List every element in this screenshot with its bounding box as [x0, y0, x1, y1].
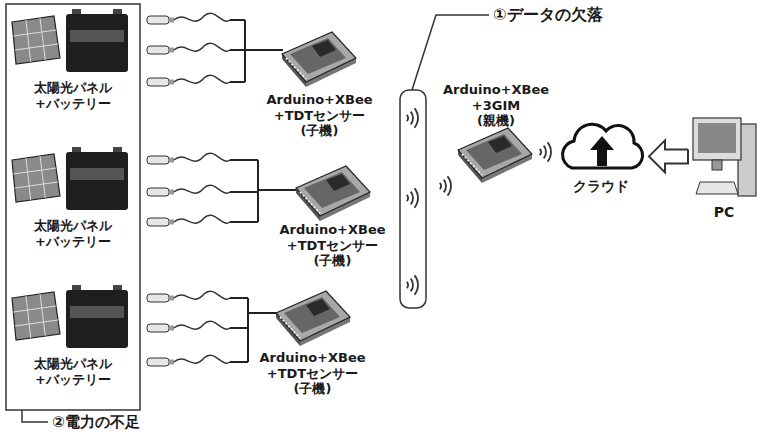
sensor-probe	[147, 291, 230, 302]
power-frame	[6, 4, 140, 410]
sensor-probe	[147, 185, 230, 196]
pc-monitor	[693, 118, 741, 160]
arduino-board	[458, 128, 532, 183]
node-label: Arduino+XBee +TDTセンサー (子機)	[259, 350, 367, 397]
leader-line	[22, 410, 48, 422]
device-node: Arduino+XBee +3GIM (親機)	[440, 78, 552, 197]
sensor-wire	[230, 160, 297, 222]
solar-battery-icon	[12, 147, 128, 210]
device-node: クラウド	[555, 118, 647, 195]
sensor-probe	[147, 13, 230, 24]
pc-keyboard	[696, 182, 738, 194]
device-node: 太陽光パネル +バッテリー	[8, 5, 138, 111]
wireless-symbol	[407, 275, 418, 294]
sensor-probe	[147, 355, 230, 366]
sensor-probe	[147, 153, 230, 164]
pc-stand	[712, 160, 722, 170]
arduino-board	[276, 291, 350, 346]
callout-label: ①データの欠落	[493, 5, 603, 25]
sensor-probe	[147, 75, 230, 86]
arduino-board	[296, 166, 370, 221]
pc-screen	[698, 123, 736, 153]
node-label: 太陽光パネル +バッテリー	[28, 80, 119, 111]
node-label: クラウド	[559, 178, 643, 195]
sensor-wire	[230, 20, 283, 82]
solar-battery-icon	[12, 9, 128, 72]
node-label: 太陽光パネル +バッテリー	[28, 356, 119, 387]
device-node: Arduino+XBee +TDTセンサー (子機)	[275, 160, 390, 269]
upload-arrow	[590, 136, 614, 166]
callout-label: ②電力の不足	[52, 412, 140, 432]
leader-line	[412, 15, 489, 90]
sensor-probe	[147, 215, 230, 226]
device-node: Arduino+XBee +TDTセンサー (子機)	[255, 288, 370, 397]
node-label: Arduino+XBee +TDTセンサー (子機)	[279, 222, 387, 269]
device-node: 太陽光パネル +バッテリー	[8, 143, 138, 249]
device-node: PC	[690, 112, 758, 221]
wireless-symbol	[440, 176, 451, 195]
device-node: 太陽光パネル +バッテリー	[8, 281, 138, 387]
device-node: Arduino+XBee +TDTセンサー (子機)	[262, 28, 377, 139]
cloud-icon	[563, 124, 643, 168]
wireless-symbol	[540, 142, 551, 161]
node-label: 太陽光パネル +バッテリー	[28, 218, 119, 249]
wireless-zone	[400, 90, 426, 308]
wireless-symbol	[407, 188, 418, 207]
node-label: Arduino+XBee +3GIM (親機)	[442, 82, 550, 129]
node-label: Arduino+XBee +TDTセンサー (子機)	[266, 92, 374, 139]
arduino-board	[282, 32, 356, 87]
sensor-probe	[147, 43, 230, 54]
sensor-probe	[147, 321, 230, 332]
flow-arrow	[649, 140, 688, 172]
wireless-symbol	[407, 108, 418, 127]
node-label: PC	[696, 204, 752, 221]
solar-battery-icon	[12, 285, 128, 348]
